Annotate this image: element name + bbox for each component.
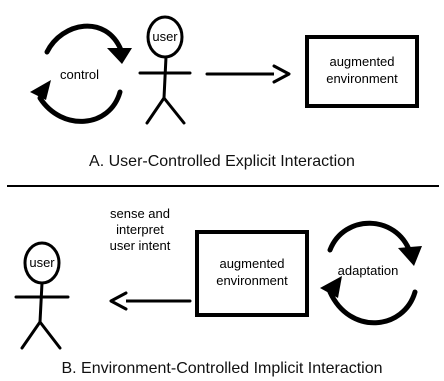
environment-box-a-label-line2: environment [326, 71, 398, 86]
arrow-user-to-environment [205, 64, 291, 84]
user-leg-left-b [20, 320, 42, 350]
adaptation-loop-label: adaptation [338, 263, 399, 278]
panel-b: user sense and interpret user intent aug… [14, 206, 422, 377]
panel-a: control user augmented environment A. Us… [30, 15, 419, 170]
adaptation-loop-top-arc [327, 220, 413, 255]
user-body-b [38, 281, 44, 324]
adaptation-loop-arrowhead-left [320, 276, 342, 298]
adaptation-loop-bottom-arc [327, 289, 418, 326]
arrow-label-line1: sense and [110, 206, 170, 221]
user-figure-a [138, 15, 192, 125]
control-loop-arrowhead-right [107, 48, 132, 64]
user-leg-right-a [162, 96, 186, 125]
environment-box-b [195, 230, 309, 317]
arrow-environment-to-user [109, 291, 192, 311]
control-loop-top-arc [44, 23, 124, 55]
user-leg-right-b [38, 320, 62, 350]
caption-b: B. Environment-Controlled Implicit Inter… [61, 360, 382, 377]
control-loop-arrowhead-left [30, 80, 51, 100]
user-leg-left-a [145, 96, 166, 125]
user-label-a: user [152, 29, 178, 44]
caption-a: A. User-Controlled Explicit Interaction [89, 153, 355, 170]
user-body-a [162, 55, 168, 100]
environment-box-a [305, 35, 419, 108]
control-loop-bottom-arc [37, 89, 123, 124]
user-label-b: user [29, 255, 55, 270]
control-loop [37, 23, 124, 124]
control-loop-label: control [60, 67, 99, 82]
environment-box-b-label-line1: augmented [219, 256, 284, 271]
arrow-label-line2: interpret [116, 222, 164, 237]
arrow-label-line3: user intent [110, 238, 171, 253]
adaptation-loop [327, 220, 418, 326]
user-figure-b [14, 241, 70, 350]
environment-box-b-label-line2: environment [216, 273, 288, 288]
adaptation-loop-arrowhead-right [398, 246, 422, 266]
environment-box-a-label-line1: augmented [329, 54, 394, 69]
